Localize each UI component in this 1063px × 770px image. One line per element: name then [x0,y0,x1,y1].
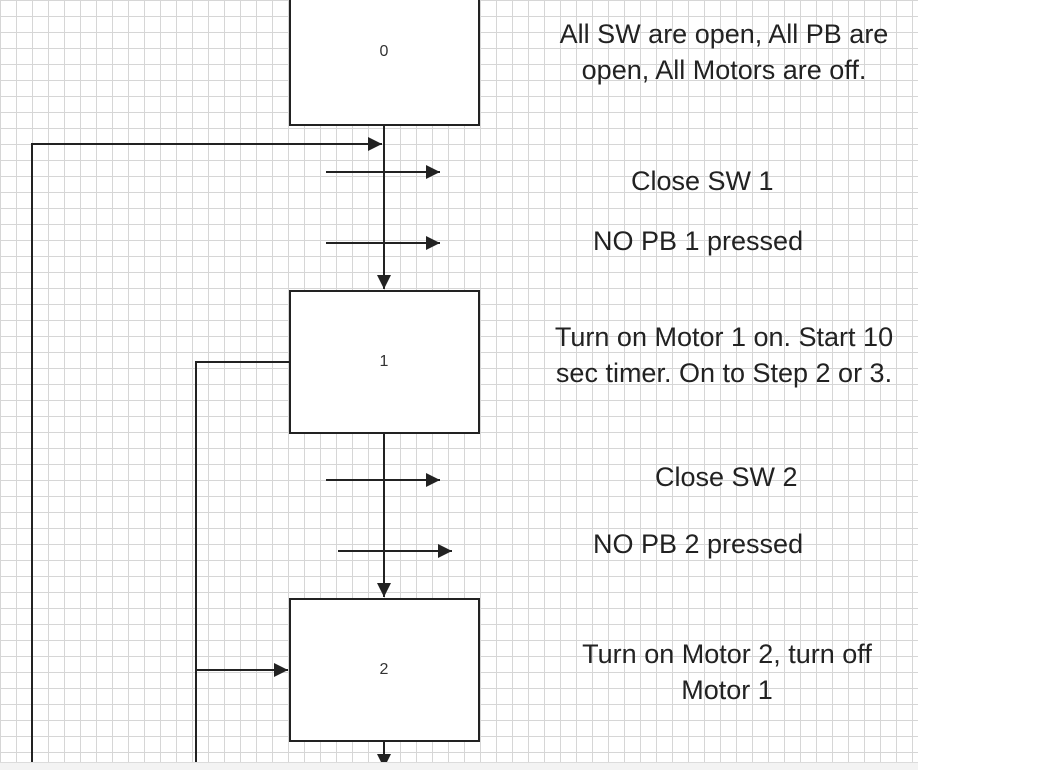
step-box-2[interactable]: 2 [289,598,480,742]
step-box-1[interactable]: 1 [289,290,480,434]
step-2-description-line-1: Turn on Motor 2, turn off [582,639,872,669]
transition-close-sw2: Close SW 2 [655,462,798,492]
loop-arrow-to-step-0 [31,137,382,770]
step-1-description-line-1: Turn on Motor 1 on. Start 10 [554,322,894,352]
step-0-description-line-2: open, All Motors are off. [581,55,867,85]
step-0-description-line-1: All SW are open, All PB are [559,19,889,49]
step-1-description-line-2: sec timer. On to Step 2 or 3. [555,358,893,388]
step-1-description: Turn on Motor 1 on. Start 10 sec timer. … [514,319,918,391]
transition-no-pb1: NO PB 1 pressed [593,226,804,256]
step-0-description: All SW are open, All PB are open, All Mo… [514,16,918,88]
branch-arrow-1-to-2 [195,361,290,677]
step-label-2: 2 [380,661,389,678]
diagram-canvas: 0 1 2 All SW are open, All PB are open, … [0,0,918,770]
canvas-bottom-edge [0,762,918,770]
step-2-description-line-2: Motor 1 [681,675,773,705]
transition-no-pb2: NO PB 2 pressed [593,529,804,559]
sfc-diagram: 0 1 2 [31,0,480,770]
step-label-1: 1 [380,353,389,370]
step-2-description: Turn on Motor 2, turn off Motor 1 [517,636,918,708]
step-box-0[interactable]: 0 [289,0,480,126]
step-label-0: 0 [380,43,389,60]
transition-close-sw1: Close SW 1 [631,166,774,196]
